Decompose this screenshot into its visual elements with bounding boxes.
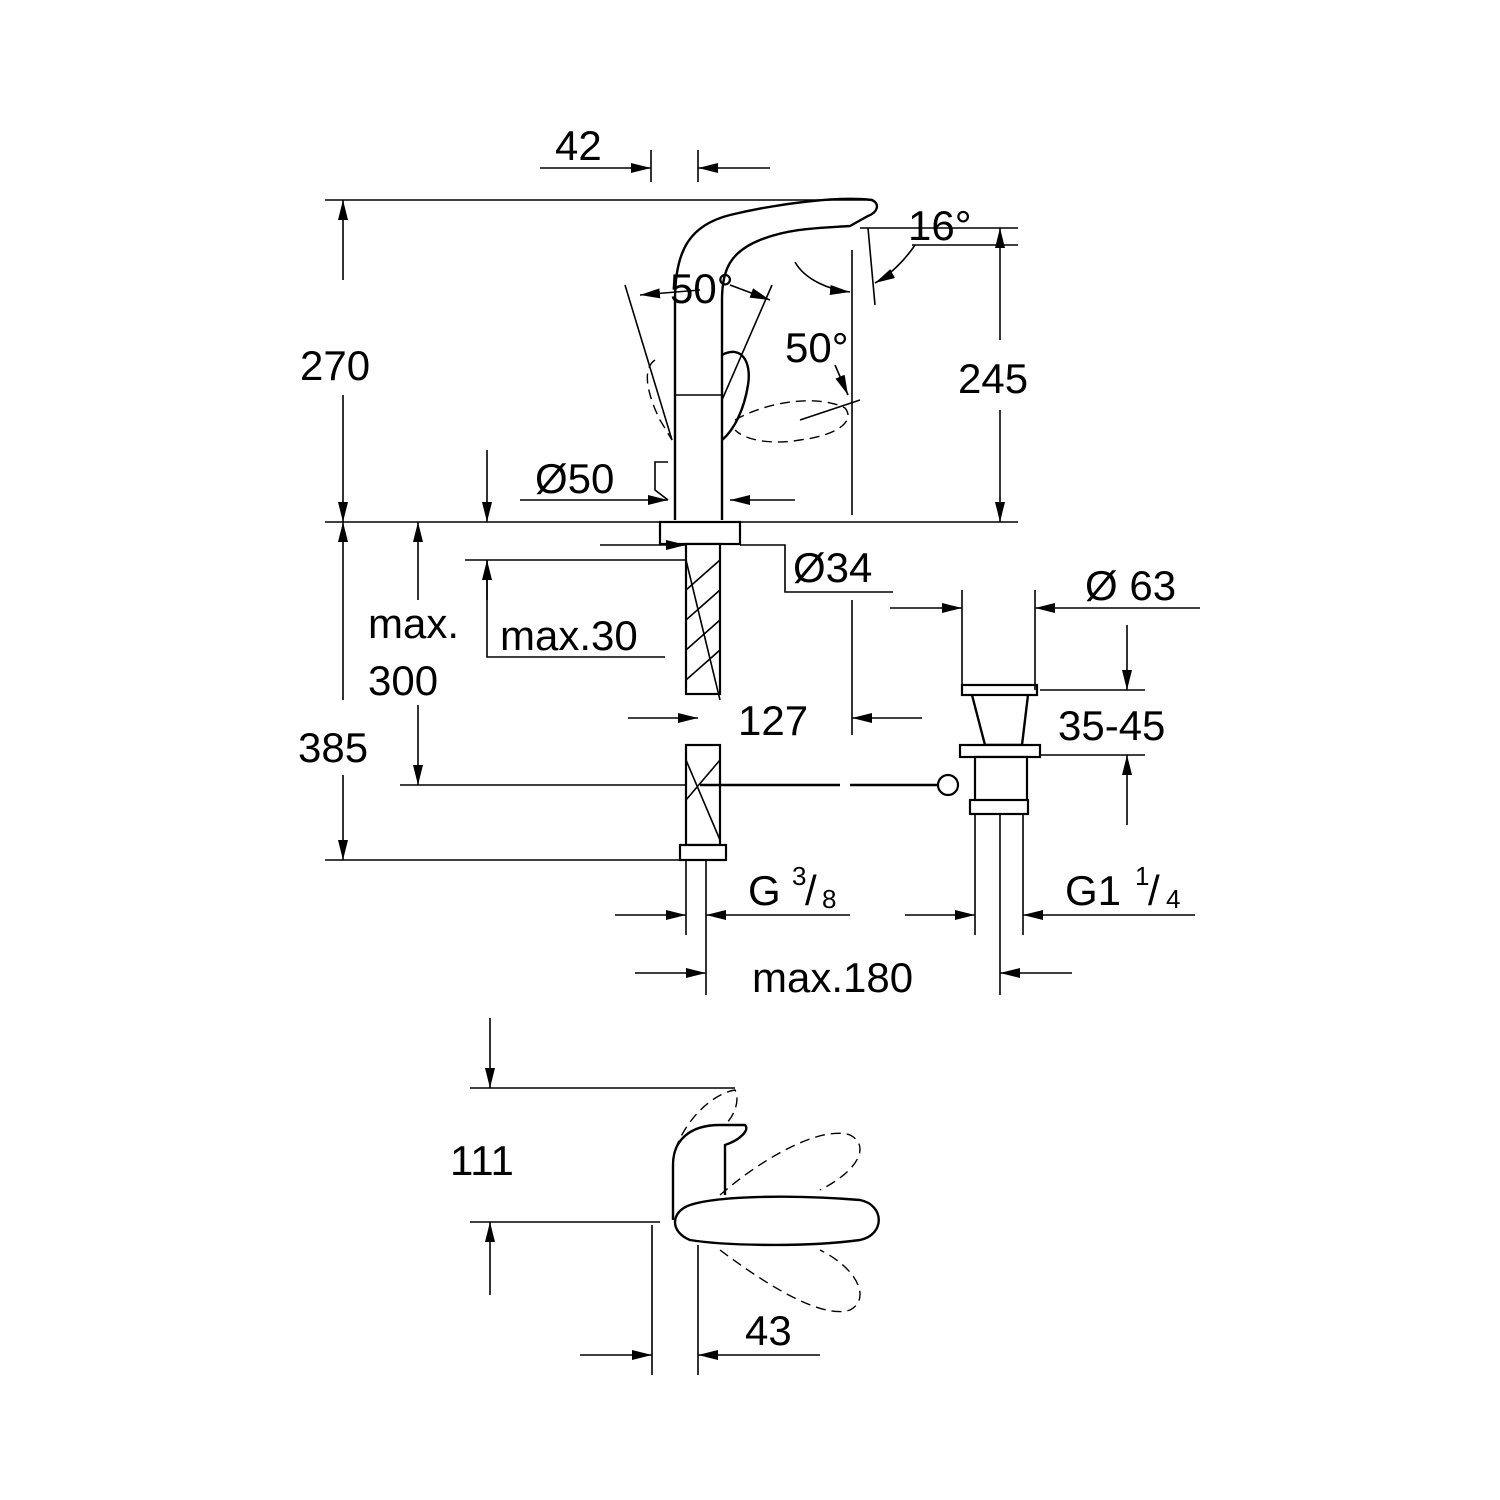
svg-text:/: / (1148, 867, 1160, 914)
label-spout-width: 42 (555, 122, 602, 169)
label-lever-angle-left: 50° (670, 265, 734, 312)
svg-text:G: G (748, 867, 781, 914)
label-max-rod-value: 300 (368, 657, 438, 704)
label-spout-reach: 127 (738, 697, 808, 744)
label-drain-thread: G1 1 / 4 (1065, 861, 1180, 914)
svg-text:8: 8 (822, 884, 836, 914)
label-spout-height: 245 (958, 355, 1028, 402)
label-max-deck: max.30 (500, 612, 638, 659)
label-drain-range: 35-45 (1058, 702, 1165, 749)
svg-text:3: 3 (792, 861, 806, 891)
label-total-height: 270 (300, 342, 370, 389)
label-lever-offset: 43 (745, 1307, 792, 1354)
svg-text:G1: G1 (1065, 867, 1121, 914)
label-lever-angle-right: 50° (785, 324, 849, 371)
label-max-rod: max. (368, 600, 459, 647)
label-shank-diameter: Ø34 (793, 544, 872, 591)
faucet-side-view (646, 197, 960, 995)
reference-lines (325, 199, 1018, 861)
label-hose-length: 385 (298, 724, 368, 771)
svg-text:4: 4 (1166, 884, 1180, 914)
svg-text:1: 1 (1135, 861, 1149, 891)
faucet-lever-view (470, 1087, 880, 1375)
dimension-lines (338, 150, 1200, 1360)
label-max-distance: max.180 (752, 954, 913, 1001)
label-lever-height: 111 (450, 1137, 514, 1184)
label-drain-diameter: Ø 63 (1085, 562, 1176, 609)
label-spout-angle: 16° (908, 202, 972, 249)
label-connection-thread: G 3 / 8 (748, 861, 836, 914)
label-base-diameter: Ø50 (535, 455, 614, 502)
svg-text:/: / (805, 867, 817, 914)
pop-up-waste (958, 590, 1145, 995)
dimension-labels: 42 16° 50° 50° 270 245 Ø50 Ø34 Ø 63 max.… (298, 122, 1180, 1354)
